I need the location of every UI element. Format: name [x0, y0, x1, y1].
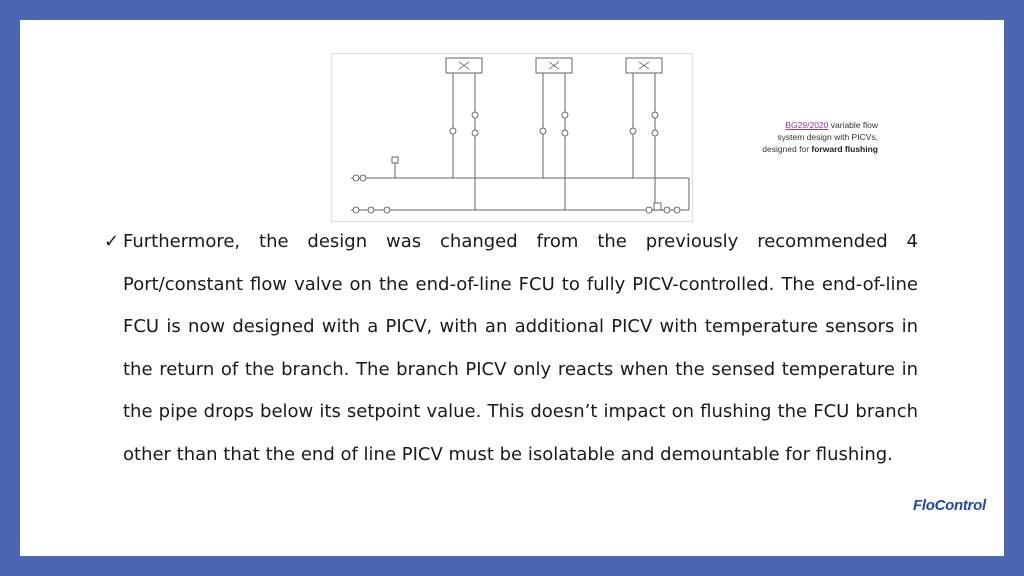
caption-line3-prefix: designed for: [762, 144, 812, 154]
system-schematic-diagram: [331, 53, 693, 222]
checkmark-icon: ✓: [104, 231, 120, 252]
caption-line2: system design with PICVs,: [777, 132, 878, 142]
caption-bold-text: forward flushing: [811, 144, 878, 154]
diagram-caption: BG29/2020 variable flow system design wi…: [720, 119, 878, 155]
body-paragraph: Furthermore, the design was changed from…: [123, 231, 918, 465]
body-paragraph-block: ✓ Furthermore, the design was changed fr…: [104, 221, 918, 476]
slide: BG29/2020 variable flow system design wi…: [20, 20, 1004, 556]
caption-line1: variable flow: [828, 120, 878, 130]
flocontrol-logo: FloControl: [913, 497, 986, 514]
reference-link[interactable]: BG29/2020: [785, 120, 829, 130]
